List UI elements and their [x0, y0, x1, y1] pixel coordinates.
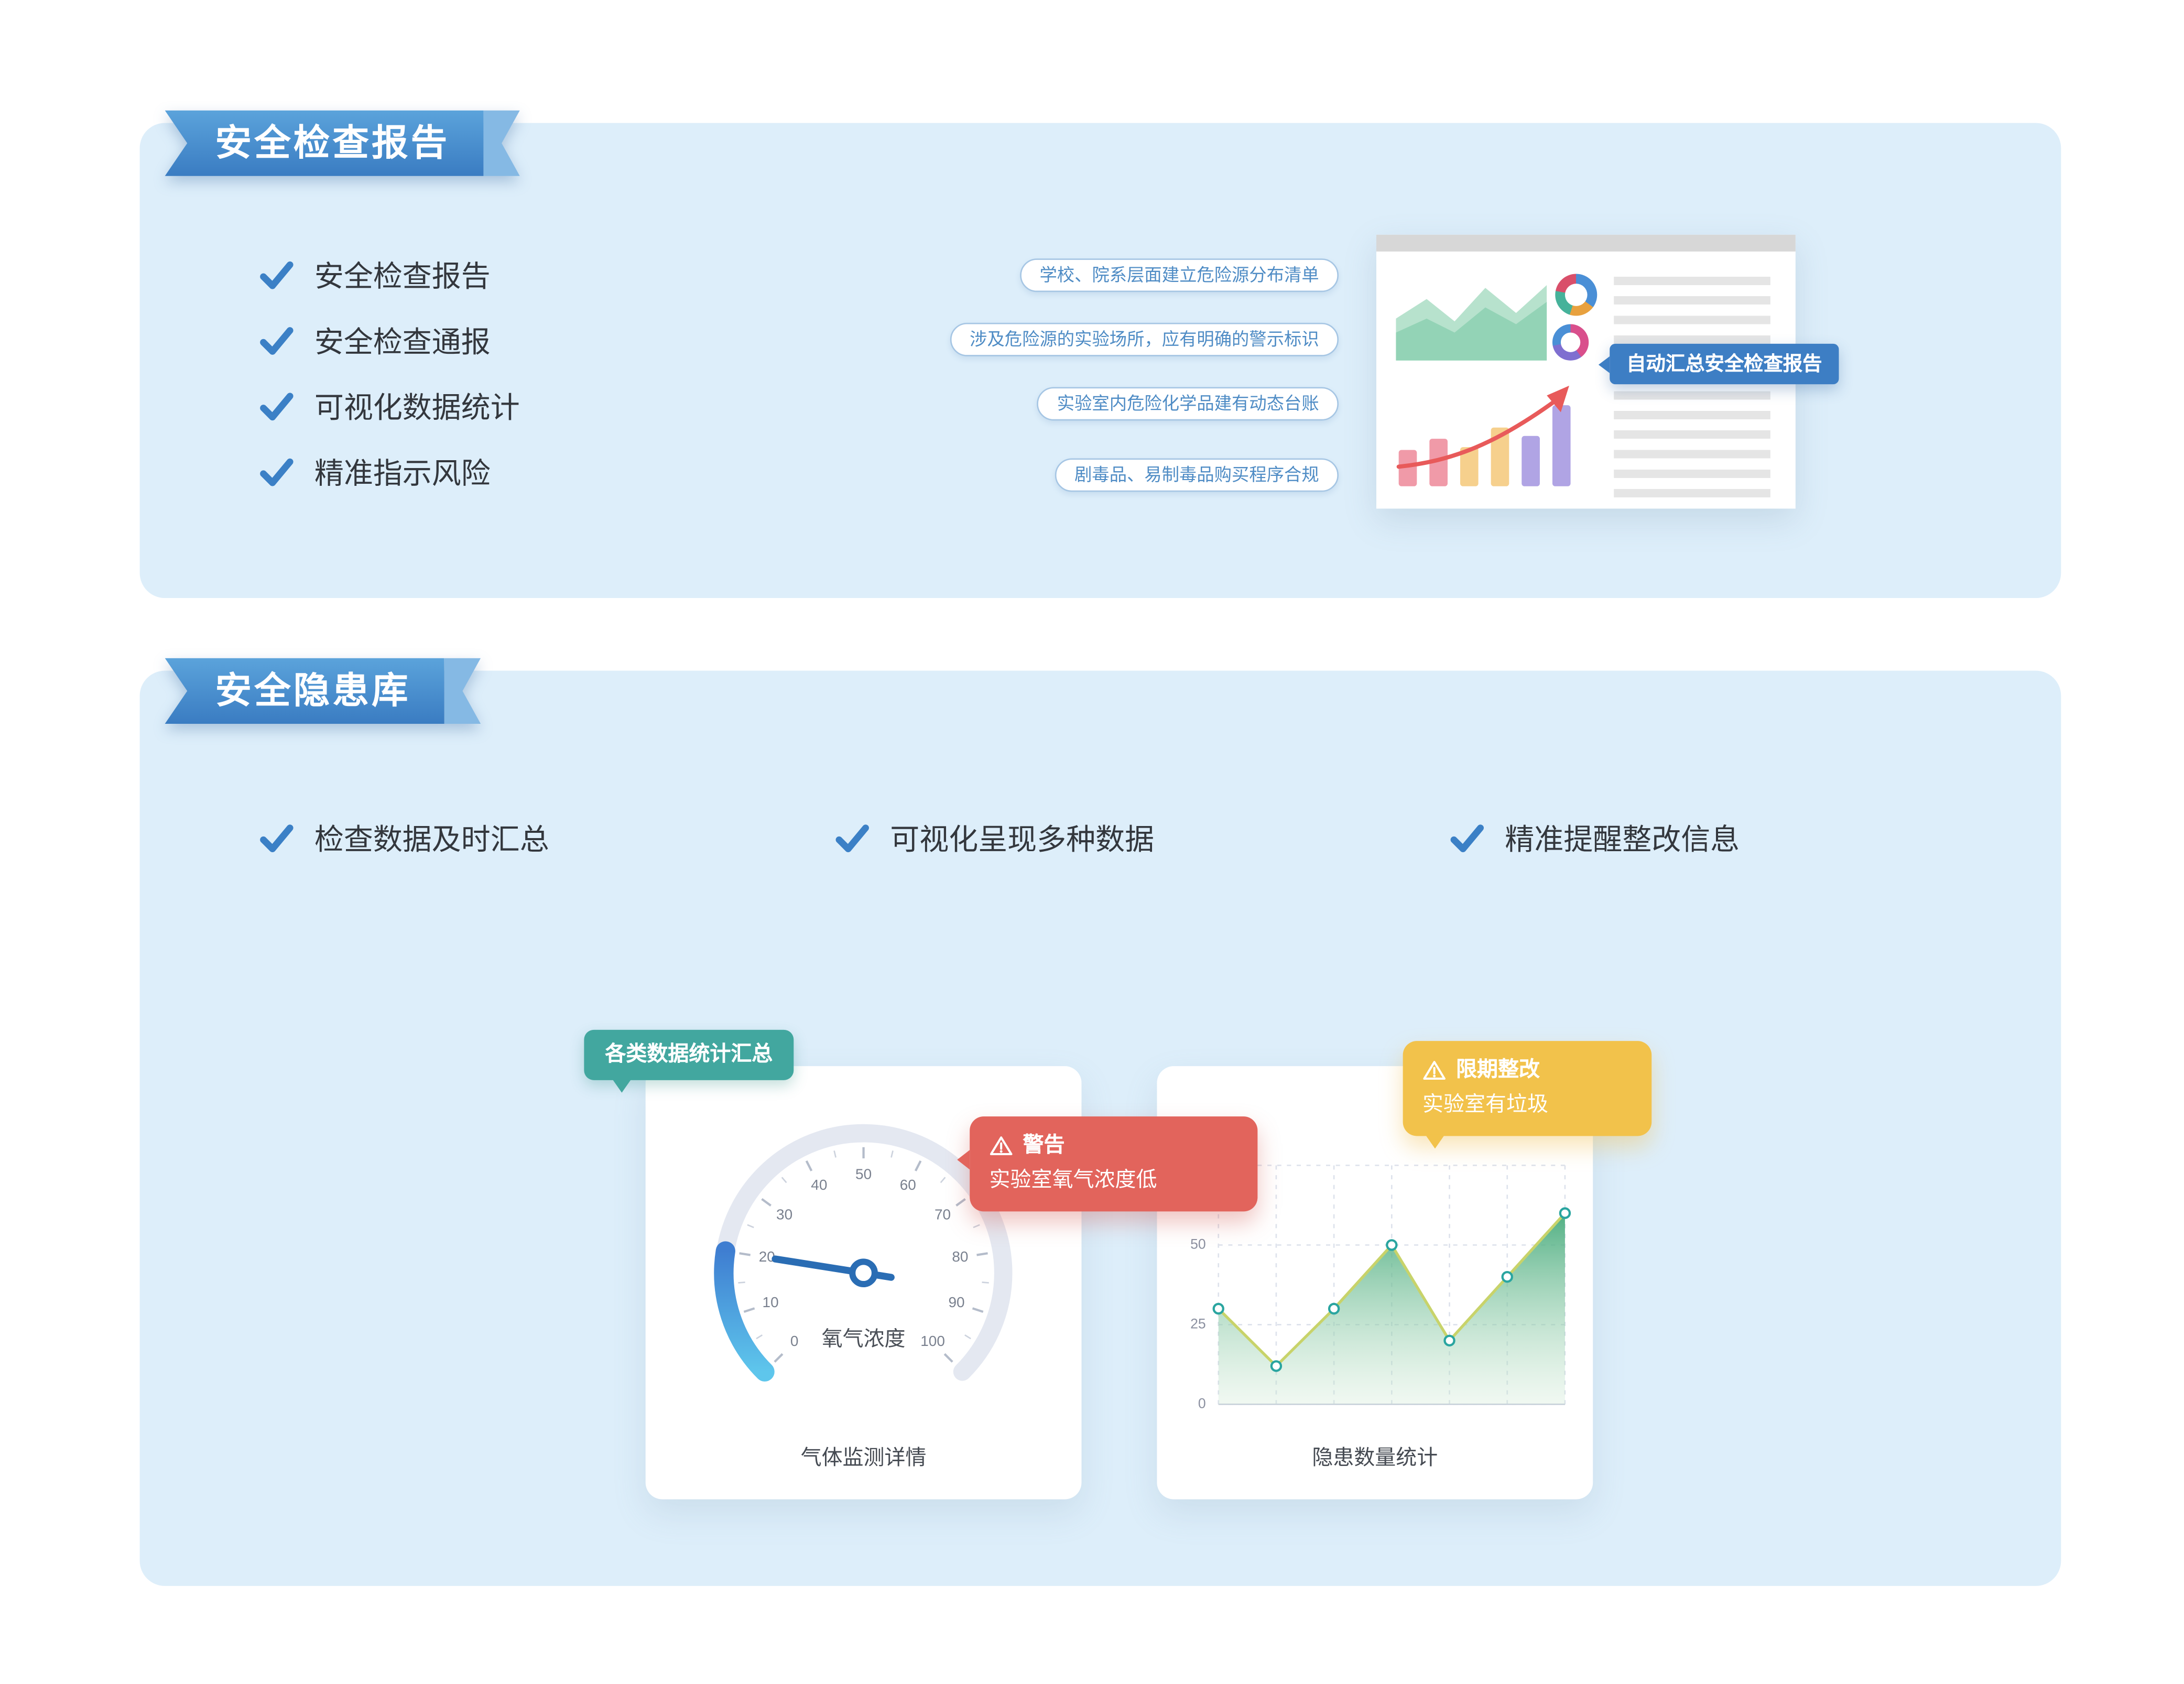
warning-title-text: 警告 — [1023, 1133, 1065, 1157]
svg-text:0: 0 — [1198, 1395, 1206, 1411]
check-icon — [835, 824, 869, 852]
hazard-ribbon-label: 安全隐患库 — [165, 658, 444, 724]
warning-callout: 警告 实验室氧气浓度低 — [957, 1116, 1258, 1212]
check-icon — [1450, 824, 1484, 852]
warning-icon — [990, 1136, 1013, 1156]
svg-text:50: 50 — [855, 1166, 872, 1182]
data-summary-badge: 各类数据统计汇总 — [584, 1029, 794, 1093]
warning-callout-text: 实验室氧气浓度低 — [989, 1168, 1157, 1192]
checklist-label: 安全检查通报 — [314, 327, 491, 360]
hazard-checklist-item: 可视化呈现多种数据 — [834, 810, 1155, 866]
rectify-callout-title: 限期整改 — [1422, 1053, 1632, 1087]
hazard-checklist-item: 精准提醒整改信息 — [1449, 810, 1740, 866]
svg-text:40: 40 — [811, 1177, 827, 1193]
donut-chart-icon — [1555, 274, 1598, 316]
report-checklist-item: 精准指示风险 — [258, 444, 491, 501]
trend-arrow-icon — [1396, 395, 1563, 469]
report-checklist-item: 安全检查报告 — [258, 247, 491, 303]
checklist-label: 精准提醒整改信息 — [1505, 824, 1740, 857]
svg-text:100: 100 — [920, 1333, 945, 1349]
svg-text:25: 25 — [1190, 1316, 1206, 1331]
checklist-label: 精准指示风险 — [314, 458, 491, 491]
donut-hole — [1564, 284, 1588, 306]
checklist-label: 可视化数据统计 — [314, 393, 520, 425]
report-ribbon-label: 安全检查报告 — [165, 110, 484, 176]
svg-text:60: 60 — [900, 1177, 916, 1193]
rectify-callout-text: 实验室有垃圾 — [1422, 1092, 1548, 1117]
oxygen-gauge-chart: 0 10 20 30 40 50 60 70 80 90 100 氧气浓度 — [714, 1124, 1013, 1382]
rectify-callout: 限期整改 实验室有垃圾 — [1403, 1041, 1652, 1149]
gauge-card-caption: 气体监测详情 — [800, 1446, 927, 1470]
checklist-label: 检查数据及时汇总 — [314, 824, 549, 857]
auto-summary-badge: 自动汇总安全检查报告 — [1598, 343, 1839, 385]
svg-text:0: 0 — [790, 1333, 799, 1349]
check-icon — [260, 261, 294, 289]
svg-text:10: 10 — [763, 1294, 779, 1310]
checklist-label: 可视化呈现多种数据 — [890, 824, 1155, 857]
requirement-pill: 学校、院系层面建立危险源分布清单 — [1020, 258, 1339, 292]
report-section-ribbon: 安全检查报告 — [165, 110, 520, 176]
hazard-section-ribbon: 安全隐患库 — [165, 658, 481, 724]
hazard-count-card: 0 25 50 隐患数量统计 — [1157, 1066, 1593, 1500]
document-text-lines — [1614, 391, 1770, 498]
area-card-caption: 隐患数量统计 — [1312, 1446, 1438, 1470]
check-icon — [260, 824, 294, 852]
requirement-pill: 剧毒品、易制毒品购买程序合规 — [1055, 458, 1339, 492]
requirement-pill: 实验室内危险化学品建有动态台账 — [1037, 387, 1339, 421]
svg-text:90: 90 — [949, 1294, 965, 1310]
svg-text:20: 20 — [759, 1248, 775, 1265]
svg-text:30: 30 — [776, 1206, 792, 1222]
mini-area-chart-icon — [1396, 285, 1547, 361]
mini-bar-chart-icon — [1396, 385, 1571, 486]
ribbon-tail — [483, 111, 519, 176]
svg-text:50: 50 — [1190, 1236, 1206, 1252]
hazard-checklist-item: 检查数据及时汇总 — [258, 810, 549, 866]
rectify-title-text: 限期整改 — [1455, 1058, 1540, 1082]
report-checklist-item: 安全检查通报 — [258, 313, 491, 369]
check-icon — [260, 393, 294, 421]
hazard-area-chart: 0 25 50 — [1190, 1165, 1571, 1411]
warning-callout-title: 警告 — [990, 1129, 1238, 1162]
ribbon-tail — [444, 658, 481, 724]
check-icon — [260, 327, 294, 355]
check-icon — [260, 458, 294, 486]
document-text-lines — [1614, 276, 1770, 344]
document-header-bar — [1376, 234, 1796, 252]
donut-chart-icon — [1552, 324, 1589, 361]
checklist-label: 安全检查报告 — [314, 261, 491, 294]
svg-text:70: 70 — [935, 1206, 951, 1222]
svg-text:80: 80 — [952, 1248, 968, 1265]
donut-hole — [1560, 332, 1581, 352]
warning-icon — [1423, 1061, 1446, 1080]
requirement-pill: 涉及危险源的实验场所，应有明确的警示标识 — [950, 322, 1339, 356]
svg-text:氧气浓度: 氧气浓度 — [822, 1327, 906, 1350]
report-checklist-item: 可视化数据统计 — [258, 378, 520, 434]
